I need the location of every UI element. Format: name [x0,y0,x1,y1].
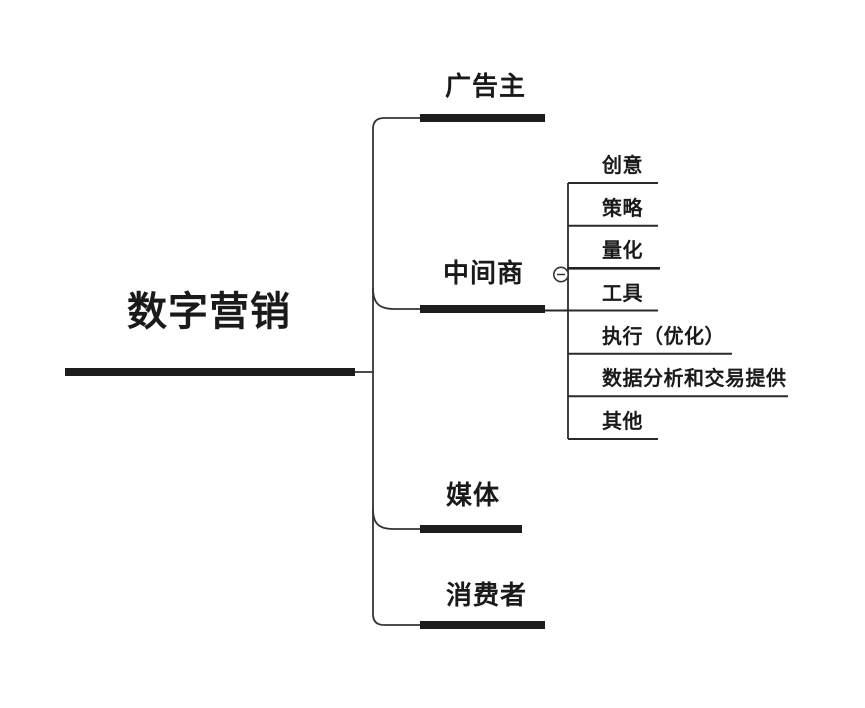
child-label-creative[interactable]: 创意 [602,155,643,177]
child-label-data-analysis[interactable]: 数据分析和交易提供 [602,368,787,390]
branch-bar-consumer[interactable] [420,621,545,629]
branch-label-intermediary[interactable]: 中间商 [443,259,525,288]
child-label-execution[interactable]: 执行（优化） [602,326,725,348]
child-label-tools[interactable]: 工具 [602,283,643,305]
branch-label-consumer[interactable]: 消费者 [446,581,528,610]
branch-bar-intermediary[interactable] [420,305,545,313]
collapse-toggle[interactable] [552,266,569,283]
branch-bar-media[interactable] [420,525,522,533]
root-node-bar[interactable] [65,368,355,376]
branch-connector-media [372,508,420,530]
branch-bar-advertiser[interactable] [420,114,545,122]
branch-connector-intermediary [372,287,420,310]
child-label-other[interactable]: 其他 [602,411,643,433]
child-label-quantification[interactable]: 量化 [602,240,643,262]
child-label-strategy[interactable]: 策略 [602,198,643,220]
branch-label-advertiser[interactable]: 广告主 [445,72,527,101]
branch-label-media[interactable]: 媒体 [446,481,501,510]
root-node-label[interactable]: 数字营销 [127,289,291,334]
trunk-line [372,117,420,626]
